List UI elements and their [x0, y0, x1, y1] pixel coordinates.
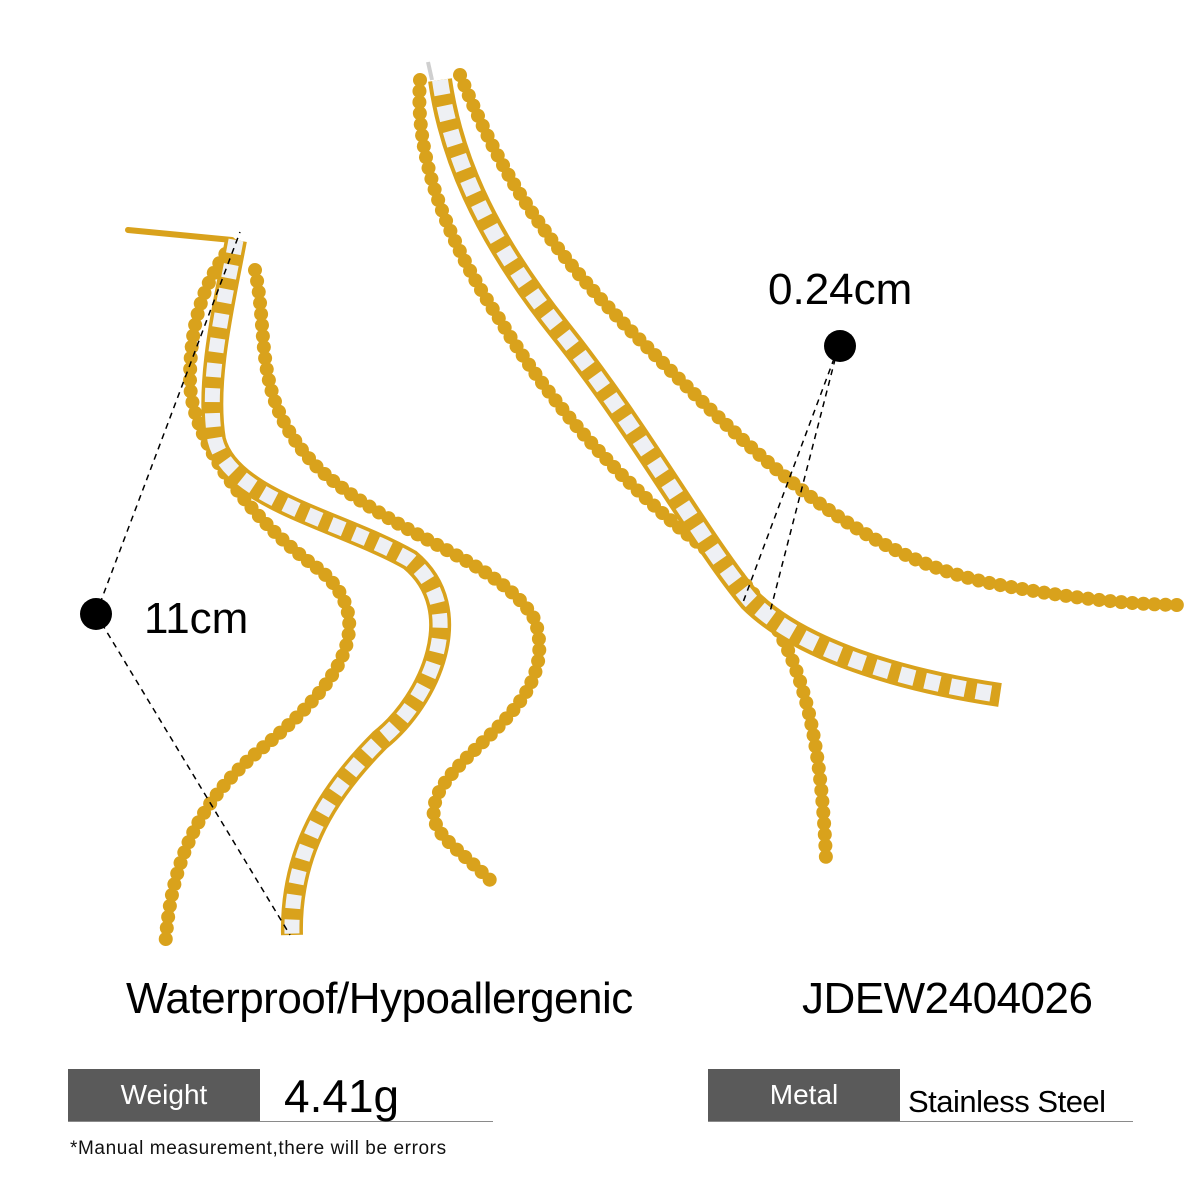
length-label: 11cm	[144, 594, 249, 643]
spec-weight: Weight 4.41g	[68, 1069, 493, 1122]
earring-post	[125, 227, 235, 243]
rhinestones	[204, 238, 448, 936]
left-earring	[125, 227, 547, 957]
rhinestones	[432, 78, 1002, 703]
width-indicator	[741, 330, 856, 613]
ball-chain	[412, 73, 833, 867]
spec-value-weight: 4.41g	[284, 1070, 400, 1122]
ball-chain	[248, 263, 547, 887]
ball-chain	[453, 68, 1192, 612]
right-earring	[412, 61, 1192, 867]
rhinestone-chain	[201, 238, 452, 936]
measurement-disclaimer: *Manual measurement,there will be errors	[70, 1138, 447, 1159]
width-label: 0.24cm	[768, 265, 913, 314]
length-indicator	[80, 231, 291, 936]
earrings-product-image	[80, 61, 1192, 957]
spec-metal: Metal Stainless Steel	[708, 1069, 1133, 1122]
length-dot	[80, 598, 112, 630]
spec-key-metal: Metal	[708, 1069, 900, 1121]
width-dot	[824, 330, 856, 362]
ball-chain	[158, 238, 357, 957]
earring-post	[426, 61, 434, 81]
feature-label: Waterproof/Hypoallergenic	[126, 974, 633, 1023]
spec-value-metal: Stainless Steel	[908, 1084, 1106, 1119]
sku-code: JDEW2404026	[802, 974, 1093, 1023]
spec-key-weight: Weight	[68, 1069, 260, 1121]
